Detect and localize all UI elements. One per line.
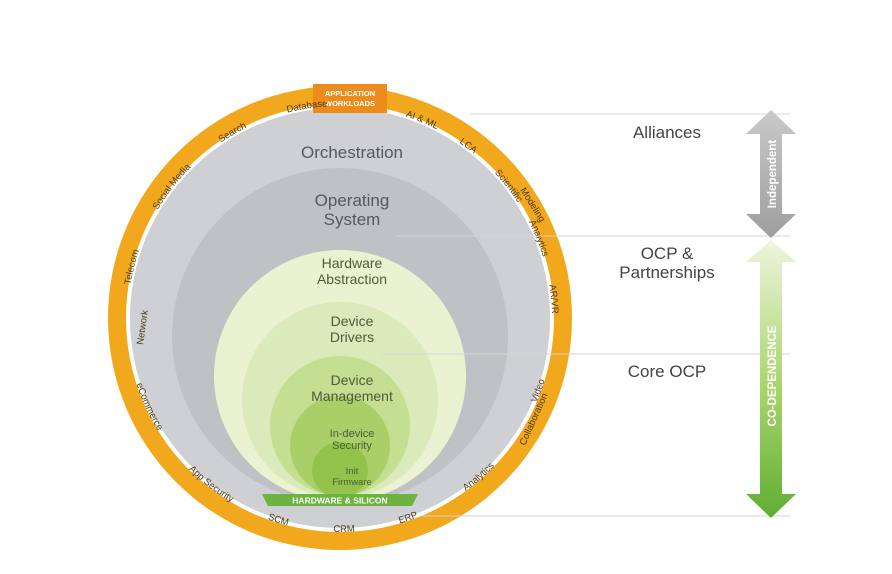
ocp-partnerships-label-1: OCP & [641,244,694,263]
operating-system-label-1: Operating [315,191,390,210]
application-workloads-line1: APPLICATION [325,89,375,98]
application-workloads-tag [313,84,387,113]
orchestration-label: Orchestration [301,143,403,162]
workload-ar-vr: AR/VR [546,284,560,314]
codependence-label: CO-DEPENDENCE [767,325,779,426]
in-device-security-label-1: In-device [330,428,375,440]
device-management-label-2: Management [311,388,393,404]
workload-crm: CRM [333,523,355,535]
ocp-partnerships-label-2: Partnerships [619,263,714,282]
hardware-silicon-label: HARDWARE & SILICON [292,496,387,506]
device-drivers-label-2: Drivers [330,329,374,345]
core-ocp-label: Core OCP [628,362,706,381]
init-firmware-layer [312,442,368,498]
codependence-arrow [746,240,796,518]
device-drivers-label-1: Device [331,313,374,329]
operating-system-label-2: System [324,210,381,229]
workload-network: Network [135,309,151,345]
hardware-silicon-base [262,494,418,506]
hardware-abstraction-label-2: Abstraction [317,271,387,287]
hardware-abstraction-label-1: Hardware [322,255,383,271]
in-device-security-label-2: Security [332,440,372,452]
application-workloads-line2: WORKLOADS [325,99,375,108]
device-management-label-1: Device [331,372,374,388]
init-firmware-label-1: Init [346,466,359,477]
alliances-label: Alliances [633,123,701,142]
init-firmware-label-2: Firmware [332,477,372,488]
independent-label: Independent [767,140,779,209]
independent-arrow [746,110,796,238]
